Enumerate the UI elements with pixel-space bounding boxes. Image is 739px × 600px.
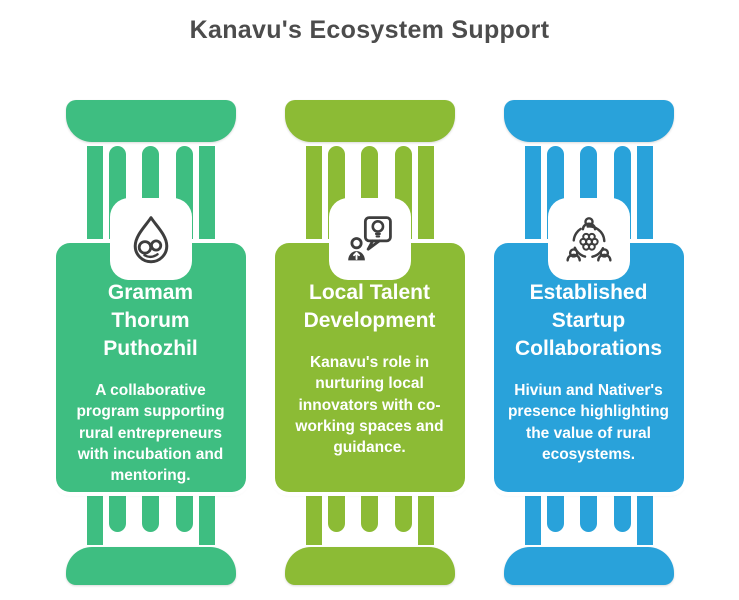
pillar-base — [284, 547, 455, 585]
pillar-capital — [503, 100, 674, 142]
drop-swirl-icon — [125, 213, 177, 265]
pillar-column — [394, 485, 412, 532]
pillar-base — [503, 547, 674, 585]
pillar-column — [361, 485, 378, 532]
pillar-column — [613, 485, 631, 532]
pillar-card-description: Kanavu's role in nurturing local innovat… — [295, 353, 444, 457]
pillar-capital — [284, 100, 455, 142]
pillar-card: Gramam Thorum Puthozhil A collaborative … — [55, 243, 246, 492]
pillar-established-startup-collaborations: Established Startup Collaborations Hiviu… — [493, 100, 684, 587]
pillar-local-talent-development: Local Talent Development Kanavu's role i… — [274, 100, 465, 587]
pillar-card-description: Hiviun and Nativer's presence highlighti… — [507, 381, 670, 463]
pillar-column — [327, 485, 345, 532]
icon-frame — [114, 203, 187, 275]
pillar-column — [175, 485, 193, 532]
pillar-card: Local Talent Development Kanavu's role i… — [274, 243, 465, 492]
pillar-card-title: Gramam Thorum Puthozhil — [103, 281, 198, 360]
pillar-column — [580, 485, 597, 532]
pillar-base — [65, 547, 236, 585]
pillar-card-description: A collaborative program supporting rural… — [76, 381, 225, 485]
talent-idea-bubble-icon — [344, 213, 396, 265]
pillar-capital — [65, 100, 236, 142]
pillar-card-title: Established Startup Collaborations — [514, 281, 662, 360]
pillar-card-title: Local Talent Development — [303, 281, 436, 332]
pillar-card: Established Startup Collaborations Hiviu… — [493, 243, 684, 492]
icon-frame — [333, 203, 406, 275]
pillars-row: Gramam Thorum Puthozhil A collaborative … — [0, 100, 739, 587]
pillar-column — [108, 485, 126, 532]
page-title: Kanavu's Ecosystem Support — [189, 16, 550, 44]
pillar-gramam-thorum-puthozhil: Gramam Thorum Puthozhil A collaborative … — [55, 100, 246, 587]
startup-network-icon — [563, 213, 615, 265]
icon-frame — [552, 203, 625, 275]
pillar-column — [546, 485, 564, 532]
pillar-column — [142, 485, 159, 532]
